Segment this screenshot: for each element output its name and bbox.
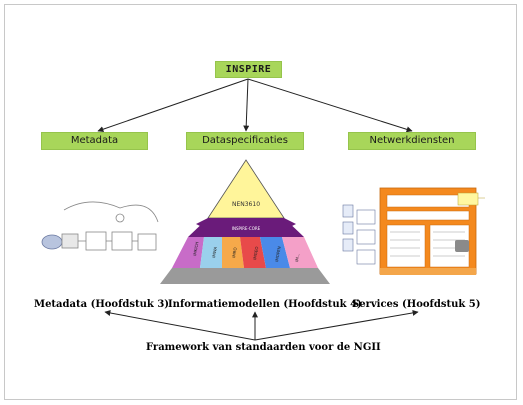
sector-label-4: IMGEO (252, 246, 259, 260)
sector-2 (200, 237, 222, 268)
metadata-computer-icon (61, 233, 79, 249)
arrow-to-netwerkdiensten (247, 78, 413, 133)
service-doc-icon-3 (342, 238, 354, 252)
sector-6 (282, 237, 318, 268)
service-doc-icon-1 (342, 204, 354, 218)
services-left-stack (342, 204, 376, 265)
services-note-icon (457, 192, 479, 206)
sector-label-3: IMRO (231, 247, 238, 258)
inspire-arrows (97, 78, 413, 133)
pyramid: NEN3610 INSPIRE-CORE IMKICH IMWA IMRO IM… (160, 159, 330, 284)
pyramid-band-arrow-left (196, 218, 208, 230)
pyramid-core-band (188, 218, 304, 237)
framework-caption: Framework van standaarden voor de NGII (146, 342, 381, 353)
caption-metadata: Metadata (Hoofdstuk 3) (34, 299, 170, 310)
metadata-illustration (41, 201, 159, 251)
services-bottom-strip (380, 268, 476, 275)
metadata-sketch-curve (63, 201, 159, 223)
caption-informatiemodellen: Informatiemodellen (Hoofdstuk 4) (168, 299, 362, 310)
pyramid-band-label: INSPIRE-CORE (232, 226, 261, 231)
services-subpanel-left (386, 224, 426, 268)
inspire-box: INSPIRE (215, 61, 282, 78)
metadata-person-icon (115, 213, 125, 223)
sector-label-6: IM... (294, 253, 300, 262)
sector-4 (240, 237, 266, 268)
service-screen-icon-2 (356, 229, 376, 245)
pyramid-apex-label: NEN3610 (232, 201, 260, 208)
services-database-icon (455, 240, 469, 252)
metadata-step-box-1 (85, 231, 107, 251)
arrow-to-metadata (97, 78, 249, 133)
sector-1 (172, 237, 204, 268)
framework-arrows (104, 309, 419, 341)
metadata-step-box-3 (137, 233, 157, 251)
services-middle-bar (386, 210, 470, 221)
arrow-framework-to-services (254, 309, 419, 341)
services-illustration (342, 187, 485, 275)
service-screen-icon-3 (356, 249, 376, 265)
sector-3 (222, 237, 244, 268)
metadata-box: Metadata (41, 132, 148, 150)
dataspecificaties-box: Dataspecificaties (186, 132, 304, 150)
service-screen-icon-1 (356, 209, 376, 225)
arrow-framework-to-metadata (104, 310, 256, 341)
sector-label-2: IMWA (211, 246, 218, 258)
metadata-step-box-2 (111, 231, 133, 251)
sector-label-5: IMOPEN (274, 246, 282, 262)
pyramid-sectors (172, 237, 318, 268)
pyramid-base (160, 268, 330, 284)
caption-services: Services (Hoofdstuk 5) (352, 299, 481, 310)
netwerkdiensten-box: Netwerkdiensten (348, 132, 476, 150)
services-top-bar (386, 194, 470, 208)
sector-5 (260, 237, 290, 268)
pyramid-apex (207, 159, 285, 219)
sector-label-1: IMKICH (192, 241, 199, 256)
pyramid-band-arrow-right (284, 218, 296, 230)
metadata-disk-icon (41, 234, 63, 250)
arrow-to-dataspecificaties (243, 78, 250, 132)
service-doc-icon-2 (342, 221, 354, 235)
